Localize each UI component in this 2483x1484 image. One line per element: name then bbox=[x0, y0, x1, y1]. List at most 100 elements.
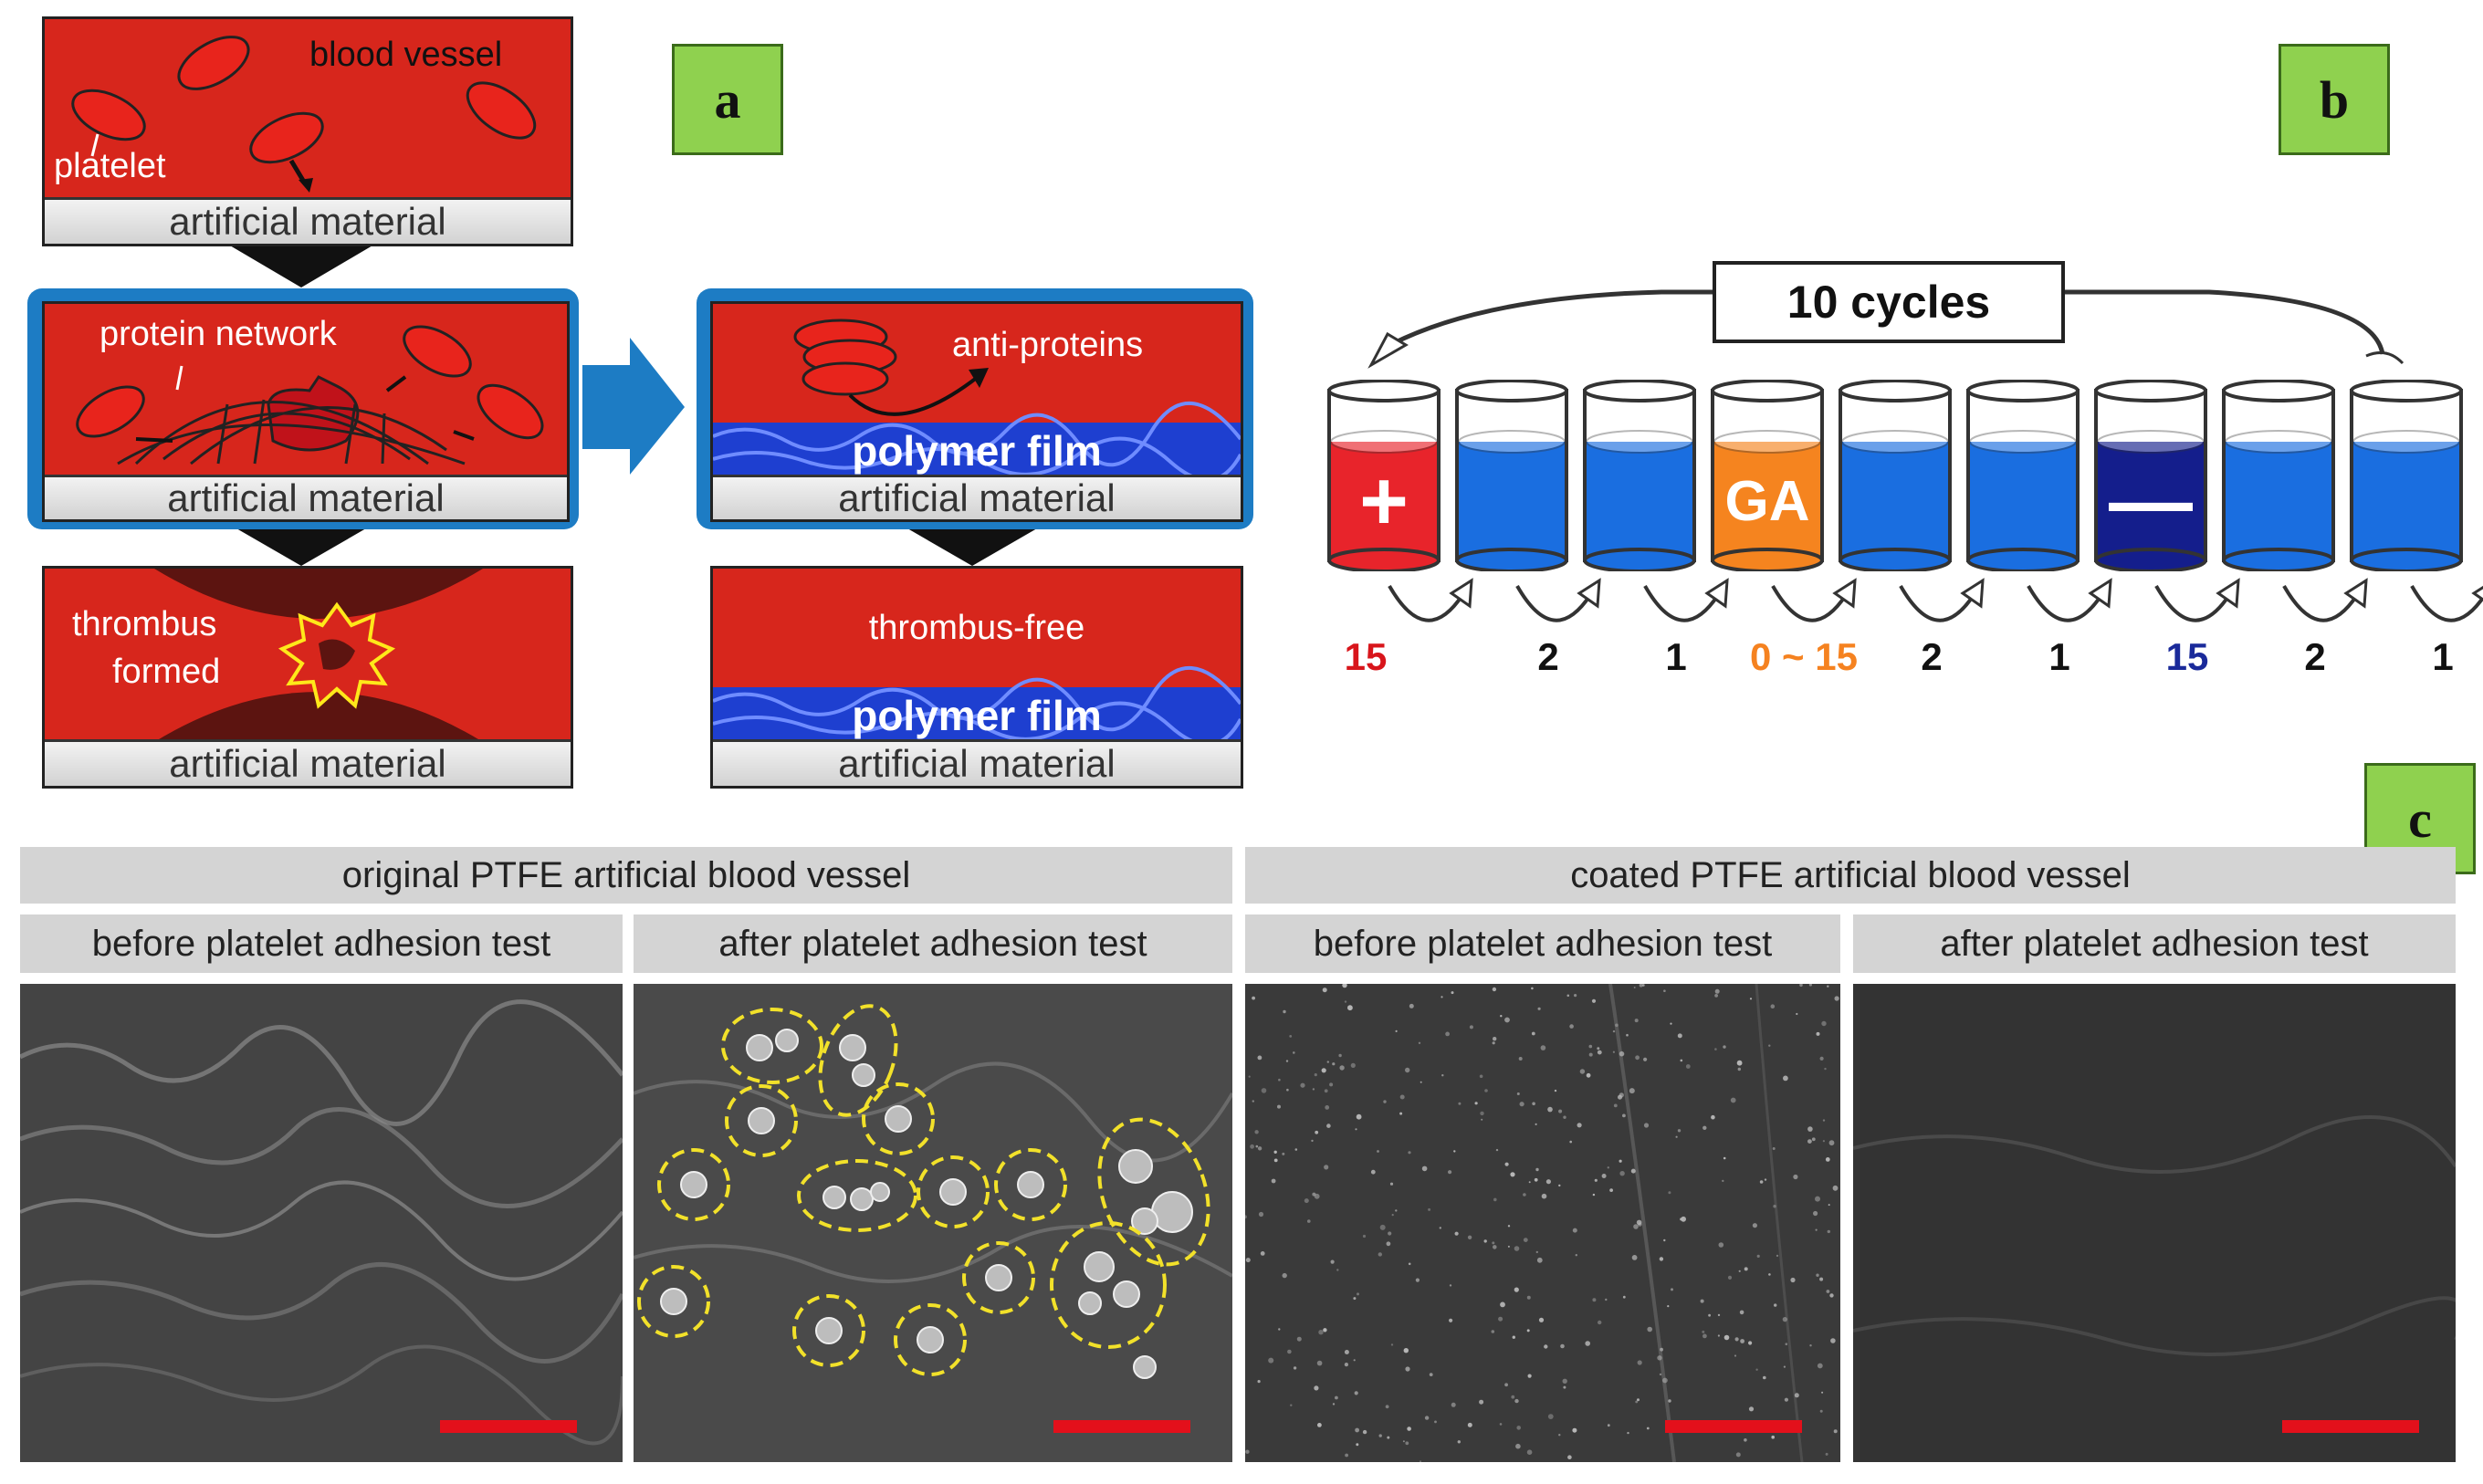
smooth-texture bbox=[1853, 1115, 2456, 1356]
network-line bbox=[190, 406, 447, 465]
beaker-6 bbox=[1964, 380, 2081, 571]
surface-particle bbox=[1605, 1298, 1608, 1301]
surface-particle bbox=[1377, 1150, 1379, 1153]
platelet-cell bbox=[939, 1178, 967, 1206]
surface-particle bbox=[1283, 1009, 1286, 1014]
surface-particle bbox=[1809, 1344, 1812, 1347]
surface-particle bbox=[1454, 1231, 1459, 1236]
surface-particle bbox=[1519, 1102, 1524, 1107]
surface-particle bbox=[1808, 984, 1812, 987]
surface-particle bbox=[1535, 1250, 1538, 1254]
surface-particle bbox=[1681, 1216, 1686, 1222]
surface-particle bbox=[1749, 998, 1753, 1000]
surface-particle bbox=[1531, 987, 1534, 990]
surface-particle bbox=[1821, 1391, 1824, 1394]
platelet-cell bbox=[870, 1182, 890, 1202]
surface-particle bbox=[1782, 1317, 1787, 1322]
beaker-body bbox=[1455, 380, 1568, 571]
surface-particle bbox=[1736, 1060, 1743, 1066]
arrow-down-1 bbox=[219, 239, 383, 287]
surface-particle bbox=[1630, 1168, 1636, 1174]
surface-particle bbox=[1402, 1440, 1405, 1443]
highlight-circle bbox=[894, 1303, 967, 1376]
surface-particle bbox=[1562, 1378, 1567, 1384]
col-label-coated-before: before platelet adhesion test bbox=[1245, 914, 1840, 973]
surface-particle bbox=[1344, 1350, 1349, 1354]
transfer-arrow-icon bbox=[1771, 578, 1857, 622]
surface-particle bbox=[1718, 1242, 1724, 1248]
fiber-line bbox=[1755, 984, 1804, 1462]
thrombus-label-2: formed bbox=[112, 653, 221, 691]
surface-particle bbox=[1629, 1088, 1635, 1094]
platelet-shape bbox=[249, 111, 324, 164]
panel-label-b: b bbox=[2279, 44, 2390, 155]
beaker-body bbox=[1966, 380, 2080, 571]
surface-particle bbox=[1474, 1102, 1478, 1105]
surface-particle bbox=[1271, 1178, 1276, 1184]
artificial-material-base: artificial material bbox=[713, 475, 1241, 519]
surface-particle bbox=[1260, 1251, 1265, 1256]
surface-particle bbox=[1278, 1328, 1281, 1331]
surface-particle bbox=[1362, 1429, 1367, 1435]
surface-particle bbox=[1526, 1329, 1530, 1332]
surface-particle bbox=[1257, 1055, 1262, 1061]
surface-particle bbox=[1813, 1210, 1818, 1217]
surface-particle bbox=[1257, 1146, 1262, 1151]
surface-particle bbox=[1558, 1109, 1563, 1113]
surface-particle bbox=[1481, 1118, 1483, 1121]
arrow-line bbox=[135, 375, 475, 443]
surface-particle bbox=[1405, 1441, 1409, 1446]
surface-particle bbox=[1523, 1238, 1528, 1242]
surface-particle bbox=[1680, 1059, 1683, 1062]
platelet-shape bbox=[76, 385, 145, 438]
surface-particle bbox=[1399, 1112, 1403, 1115]
surface-particle bbox=[1821, 1020, 1827, 1027]
surface-particle bbox=[1675, 1135, 1678, 1138]
fiber-line bbox=[634, 1225, 1232, 1283]
surface-particle bbox=[1826, 1290, 1830, 1293]
platelet-cell bbox=[885, 1105, 912, 1133]
surface-particle bbox=[1622, 1113, 1626, 1118]
surface-particle bbox=[1451, 1402, 1456, 1407]
surface-particle bbox=[1479, 1399, 1484, 1405]
occlusion-core bbox=[319, 639, 355, 670]
surface-particle bbox=[1626, 1033, 1629, 1037]
highlight-circle bbox=[721, 1008, 823, 1084]
surface-particle bbox=[1492, 1241, 1495, 1245]
network-line bbox=[216, 399, 386, 465]
surface-particle bbox=[1685, 1064, 1691, 1069]
surface-particle bbox=[1714, 994, 1718, 998]
surface-particle bbox=[1708, 1313, 1711, 1317]
surface-particle bbox=[1355, 1128, 1357, 1131]
box-thrombus-free: thrombus-free polymer film artificial ma… bbox=[710, 566, 1243, 789]
surface-particle bbox=[1250, 1144, 1254, 1149]
surface-particle bbox=[1339, 1065, 1345, 1071]
surface-particle bbox=[1834, 996, 1839, 1001]
surface-particle bbox=[1752, 1223, 1757, 1228]
surface-particle bbox=[1538, 1317, 1545, 1322]
platelet-cell bbox=[775, 1029, 799, 1052]
surface-particle bbox=[1514, 1246, 1520, 1251]
surface-particle bbox=[1356, 1443, 1359, 1447]
surface-particle bbox=[1370, 1169, 1376, 1175]
surface-particle bbox=[1353, 1297, 1357, 1301]
surface-particle bbox=[1261, 1088, 1267, 1093]
platelet-cell bbox=[748, 1107, 775, 1134]
surface-particle bbox=[1740, 1339, 1744, 1343]
surface-particle bbox=[1386, 1241, 1391, 1247]
fibrous-texture bbox=[20, 999, 623, 1446]
surface-particle bbox=[1723, 1045, 1726, 1049]
surface-particle bbox=[1592, 1298, 1597, 1302]
surface-particle bbox=[1544, 1344, 1548, 1349]
platelet-cell bbox=[852, 1063, 875, 1087]
surface-particle bbox=[1323, 1328, 1327, 1332]
surface-particle bbox=[1545, 1179, 1551, 1185]
surface-particle bbox=[1643, 1123, 1650, 1128]
surface-particle bbox=[1245, 1215, 1247, 1219]
fiber-line bbox=[20, 1107, 623, 1208]
surface-particle bbox=[1739, 1310, 1744, 1315]
beaker-body bbox=[1327, 380, 1441, 571]
surface-particle bbox=[1311, 1139, 1314, 1143]
surface-particle bbox=[1612, 1029, 1616, 1033]
step-time-label: 1 bbox=[1665, 635, 1687, 678]
